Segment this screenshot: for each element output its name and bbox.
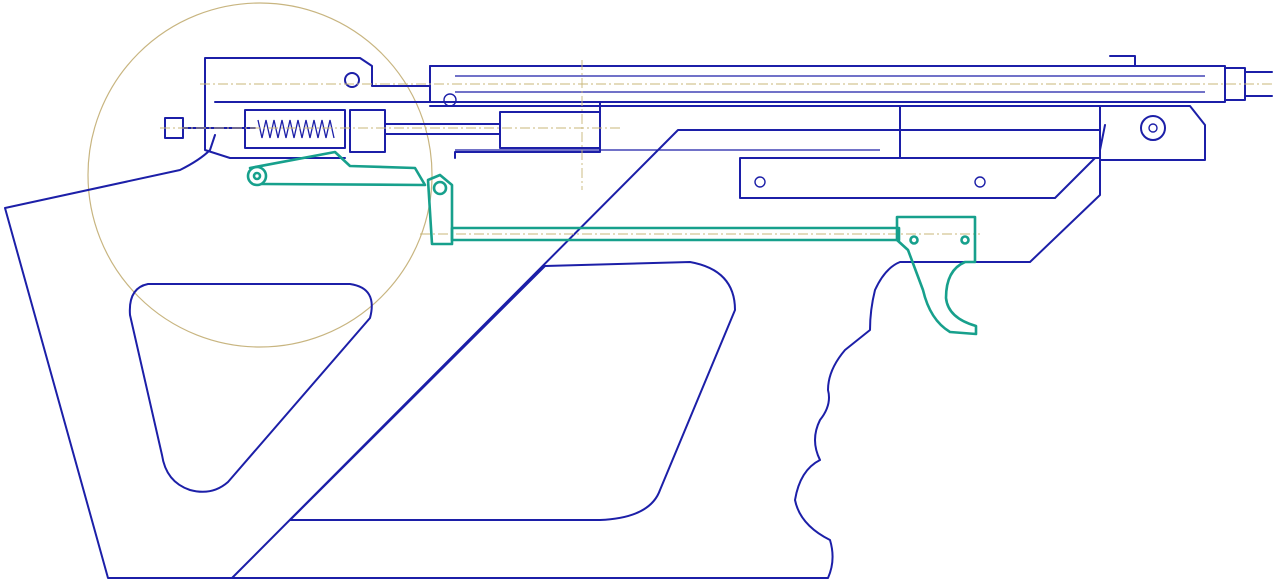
trigger-stop-pin [960, 235, 970, 245]
trigger-pivot-pin [909, 235, 919, 245]
front-pivot-pin [1140, 115, 1166, 141]
front-block [899, 105, 1101, 159]
muzzle [1109, 55, 1273, 101]
receiver-upper [204, 57, 431, 159]
grip-cutout [289, 261, 736, 521]
sear-pivot-center [252, 171, 262, 181]
trigger-link-rod [450, 226, 901, 242]
bolt-pin [443, 93, 457, 107]
detail-view-circle [87, 2, 433, 348]
bell-crank-pivot [432, 180, 448, 196]
trigger-mechanism [246, 150, 978, 336]
lower-rail-plate [739, 157, 1096, 199]
bolt-body [349, 109, 386, 153]
spring-housing [244, 109, 346, 149]
sear-pivot [246, 165, 268, 187]
firing-pin [384, 123, 501, 135]
bell-crank [426, 173, 454, 246]
receiver-assembly [164, 55, 1273, 199]
bolt-head [499, 111, 601, 149]
sear-pin [344, 72, 360, 88]
sear-lever [248, 150, 427, 187]
rail-screw-right [974, 176, 986, 188]
main-spring [257, 119, 335, 139]
trigger-blade [895, 215, 978, 336]
thumbhole-cutout [128, 283, 373, 493]
rail-screw-left [754, 176, 766, 188]
stock-outline [4, 124, 1106, 579]
front-pivot-pin-inner [1148, 123, 1158, 133]
